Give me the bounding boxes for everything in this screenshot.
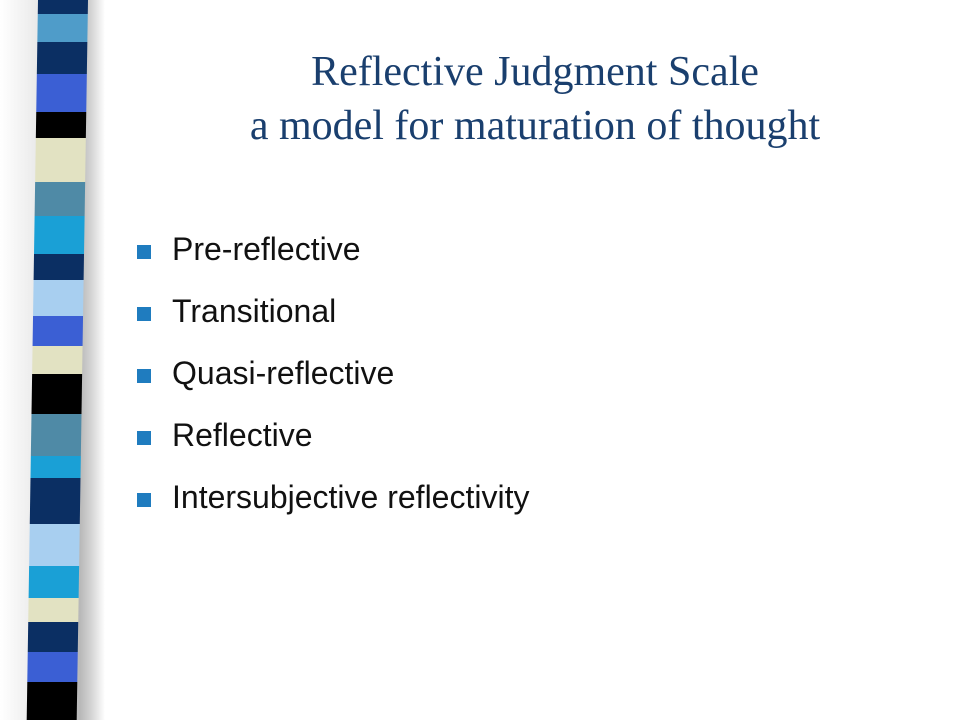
bullet-item: Pre-reflective xyxy=(137,218,529,280)
bullet-item: Quasi-reflective xyxy=(137,342,529,404)
title-line-2: a model for maturation of thought xyxy=(249,103,821,149)
bullet-item: Reflective xyxy=(137,404,529,466)
bullet-text: Intersubjective reflectivity xyxy=(172,479,530,515)
bullet-list: Pre-reflective Transitional Quasi-reflec… xyxy=(137,218,529,528)
title-line-1: Reflective Judgment Scale xyxy=(311,49,759,95)
bullet-text: Quasi-reflective xyxy=(172,355,395,391)
square-bullet-icon xyxy=(137,245,151,259)
slide-title: Reflective Judgment Scale a model for ma… xyxy=(110,45,960,153)
bullet-text: Transitional xyxy=(172,293,337,329)
square-bullet-icon xyxy=(137,431,151,445)
bullet-item: Intersubjective reflectivity xyxy=(137,466,529,528)
square-bullet-icon xyxy=(137,369,151,383)
bullet-item: Transitional xyxy=(137,280,529,342)
bullet-text: Pre-reflective xyxy=(172,231,361,267)
bullet-text: Reflective xyxy=(172,417,313,453)
square-bullet-icon xyxy=(137,307,151,321)
square-bullet-icon xyxy=(137,493,151,507)
